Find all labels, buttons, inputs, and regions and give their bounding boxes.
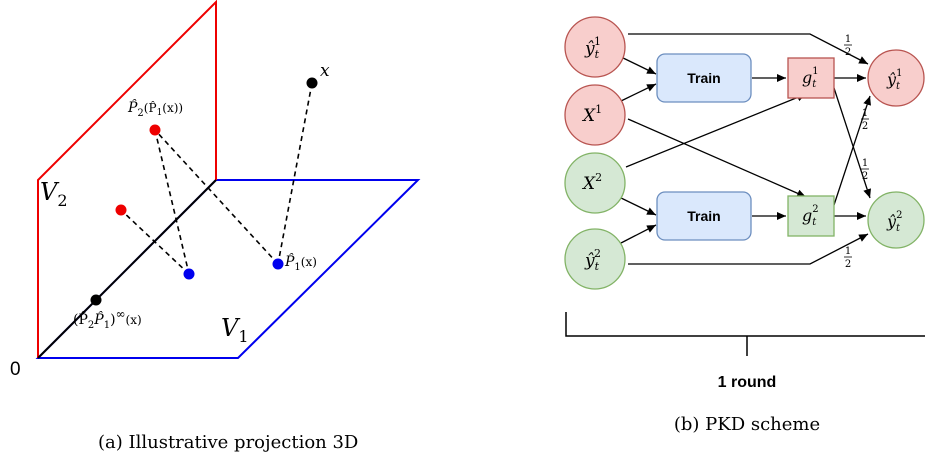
node-y2-input: ŷt2 bbox=[564, 228, 626, 290]
limit-label: (P̂2P̂1)∞(x) bbox=[73, 307, 142, 331]
edge-y2-train2 bbox=[620, 224, 657, 244]
proj-p1x-to-p2p1x bbox=[154, 129, 279, 265]
proj-x-to-p1x bbox=[277, 82, 313, 265]
svg-text:1: 1 bbox=[845, 246, 851, 257]
round-bracket bbox=[565, 312, 925, 337]
plane-v2 bbox=[37, 0, 217, 358]
svg-text:2: 2 bbox=[862, 121, 868, 132]
point-x bbox=[306, 77, 318, 89]
proj-blue-to-red2 bbox=[120, 209, 190, 275]
edge-y2-out2 bbox=[628, 233, 869, 265]
svg-text:ŷt2: ŷt2 bbox=[886, 210, 902, 234]
point-p1x bbox=[272, 258, 284, 270]
p2p1x-label: P̂2(P̂1(x)) bbox=[127, 98, 183, 119]
svg-text:gt1: gt1 bbox=[802, 66, 819, 90]
node-y1-input: ŷt1 bbox=[564, 16, 626, 78]
weight-bottom: 1 2 bbox=[844, 246, 852, 270]
edge-y1-train1 bbox=[618, 55, 657, 75]
edge-x1-train1 bbox=[620, 83, 657, 102]
edge-x1-g2 bbox=[627, 118, 807, 198]
origin-label: 0 bbox=[10, 359, 21, 380]
intersection-line bbox=[37, 179, 217, 359]
edge-y1-out1 bbox=[628, 33, 869, 65]
svg-text:gt2: gt2 bbox=[802, 204, 819, 228]
train-box-top: Train bbox=[656, 53, 752, 103]
svg-text:Train: Train bbox=[687, 208, 720, 224]
svg-text:Train: Train bbox=[687, 70, 720, 86]
svg-text:X2: X2 bbox=[581, 171, 602, 194]
point-p2p1x bbox=[149, 124, 161, 136]
proj-p2p1x-to-blue bbox=[154, 129, 190, 275]
v2-label: V2 bbox=[40, 178, 68, 210]
caption-right: (b) PKD scheme bbox=[674, 414, 820, 435]
svg-text:2: 2 bbox=[845, 259, 851, 270]
svg-text:ŷt1: ŷt1 bbox=[886, 68, 902, 92]
v1-label: V1 bbox=[221, 314, 249, 346]
node-x2-input: X2 bbox=[564, 152, 626, 214]
weight-top: 1 2 bbox=[844, 34, 852, 58]
svg-text:2: 2 bbox=[862, 171, 868, 182]
edge-g2-out1 bbox=[833, 95, 871, 206]
train-box-bottom: Train bbox=[656, 191, 752, 241]
node-g1: gt1 bbox=[787, 57, 835, 99]
svg-text:1: 1 bbox=[845, 34, 851, 45]
p1x-label: P̂1(x) bbox=[284, 252, 317, 273]
pkd-scheme: 1 2 1 2 1 2 1 2 ŷt1 X1 X2 bbox=[564, 16, 925, 435]
svg-text:X1: X1 bbox=[581, 103, 602, 126]
x-label: x bbox=[320, 61, 330, 81]
svg-text:1: 1 bbox=[862, 108, 868, 119]
edge-g1-out2 bbox=[833, 87, 872, 199]
point-red-2 bbox=[115, 204, 127, 216]
svg-text:2: 2 bbox=[845, 47, 851, 58]
node-g2: gt2 bbox=[787, 195, 835, 237]
node-y1-output: ŷt1 bbox=[867, 49, 925, 107]
node-x1-input: X1 bbox=[564, 84, 626, 146]
point-limit bbox=[90, 294, 102, 306]
edge-x2-train2 bbox=[618, 196, 657, 216]
node-y2-output: ŷt2 bbox=[867, 191, 925, 249]
weight-g1-out2: 1 2 bbox=[861, 108, 869, 132]
svg-text:1: 1 bbox=[862, 158, 868, 169]
weight-g2-out1: 1 2 bbox=[861, 158, 869, 182]
caption-left: (a) Illustrative projection 3D bbox=[98, 432, 358, 453]
edge-x2-g1 bbox=[625, 93, 807, 168]
round-label: 1 round bbox=[718, 374, 777, 391]
projection-diagram: 0 V1 V2 x P̂1(x) P̂2(P̂1(x)) (P̂2P̂1)∞(x… bbox=[10, 0, 421, 453]
svg-text:ŷt1: ŷt1 bbox=[584, 35, 601, 61]
svg-text:ŷt2: ŷt2 bbox=[584, 247, 601, 273]
point-blue-2 bbox=[183, 268, 195, 280]
